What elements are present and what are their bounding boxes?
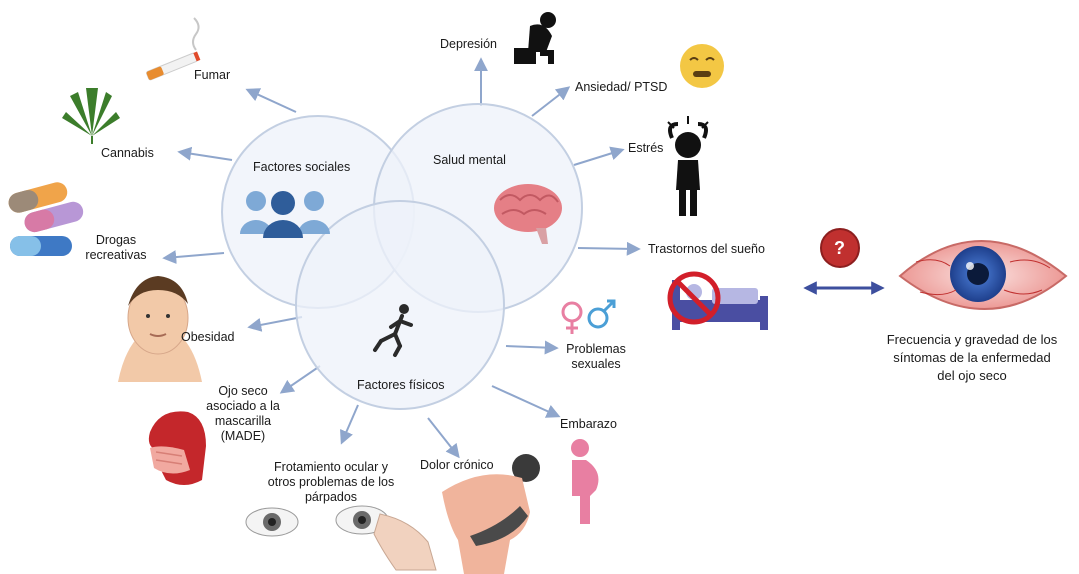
face-mask-icon	[148, 411, 206, 485]
arrow-frotamiento	[340, 404, 359, 445]
label-line: Problemas	[566, 342, 626, 356]
label-frotamiento: Frotamiento ocular y otros problemas de …	[256, 460, 406, 505]
label-line: recreativas	[85, 248, 147, 262]
label-fumar: Fumar	[194, 68, 231, 82]
question-badge-icon	[820, 228, 860, 268]
arrow-sueno	[577, 241, 641, 256]
arrow-embarazo	[491, 385, 561, 418]
running-person-icon	[373, 304, 413, 357]
red-eye-icon	[898, 240, 1068, 310]
label-estres: Estrés	[628, 141, 664, 155]
label-line: Ojo seco	[218, 384, 268, 398]
label-made: Ojo seco asociado a la mascarilla (MADE)	[198, 384, 288, 444]
anxious-emoji-icon	[680, 44, 724, 88]
arrows	[162, 57, 641, 459]
label-dolor-cronico: Dolor crónico	[420, 458, 494, 472]
label-obesidad: Obesidad	[181, 330, 235, 344]
arrow-dolor	[427, 417, 460, 459]
arrow-sexuales	[505, 340, 559, 355]
label-factores-fisicos: Factores físicos	[357, 378, 445, 392]
label-line: (MADE)	[220, 429, 266, 443]
label-line: Frotamiento ocular y	[274, 460, 388, 474]
label-depresion: Depresión	[440, 37, 497, 51]
smoke	[192, 17, 200, 51]
eye-rubbing-icon	[245, 505, 437, 571]
outcome-text: Frecuencia y gravedad de los síntomas de…	[866, 331, 1078, 385]
label-line: asociado a la	[206, 399, 280, 413]
label-trastornos-sueno: Trastornos del sueño	[648, 242, 765, 256]
label-line: otros problemas de los	[267, 475, 395, 489]
outcome-line: síntomas de la enfermedad	[893, 350, 1051, 365]
gender-symbols-icon	[561, 299, 616, 334]
label-embarazo: Embarazo	[560, 417, 617, 431]
question-mark: ?	[834, 238, 845, 258]
cigarette-icon	[146, 51, 201, 81]
pregnant-woman-icon	[571, 439, 599, 524]
cannabis-leaf-icon	[62, 88, 120, 144]
depressed-person-icon	[514, 12, 556, 64]
brain-icon	[494, 184, 562, 244]
label-line: párpados	[304, 490, 358, 504]
label-line: mascarilla	[214, 414, 272, 428]
stressed-person-icon	[667, 116, 709, 216]
arrow-ansiedad	[531, 86, 571, 117]
label-problemas-sexuales: Problemas sexuales	[556, 342, 636, 372]
no-sleep-bed-icon	[667, 271, 768, 330]
venn-circles	[221, 103, 583, 410]
arrow-drogas	[162, 250, 225, 265]
label-line: sexuales	[571, 357, 621, 371]
pills-icon	[8, 182, 84, 256]
obese-person-icon	[118, 276, 202, 382]
arrow-obesidad	[247, 316, 303, 332]
arrow-estres	[573, 146, 625, 166]
chronic-pain-person-icon	[442, 454, 540, 574]
label-drogas-recreativas: Drogas recreativas	[72, 233, 160, 263]
label-line: Drogas	[95, 233, 137, 247]
label-cannabis: Cannabis	[101, 146, 154, 160]
people-group-icon	[240, 191, 330, 238]
arrow-fumar	[245, 88, 297, 113]
label-ansiedad: Ansiedad/ PTSD	[575, 80, 668, 94]
arrow-made	[279, 365, 321, 394]
circle-physical	[295, 200, 505, 410]
arrow-cannabis	[177, 146, 233, 161]
outcome-line: del ojo seco	[937, 368, 1007, 383]
outcome-line: Frecuencia y gravedad de los	[886, 332, 1058, 347]
label-factores-sociales: Factores sociales	[253, 160, 351, 174]
label-salud-mental: Salud mental	[433, 153, 506, 167]
